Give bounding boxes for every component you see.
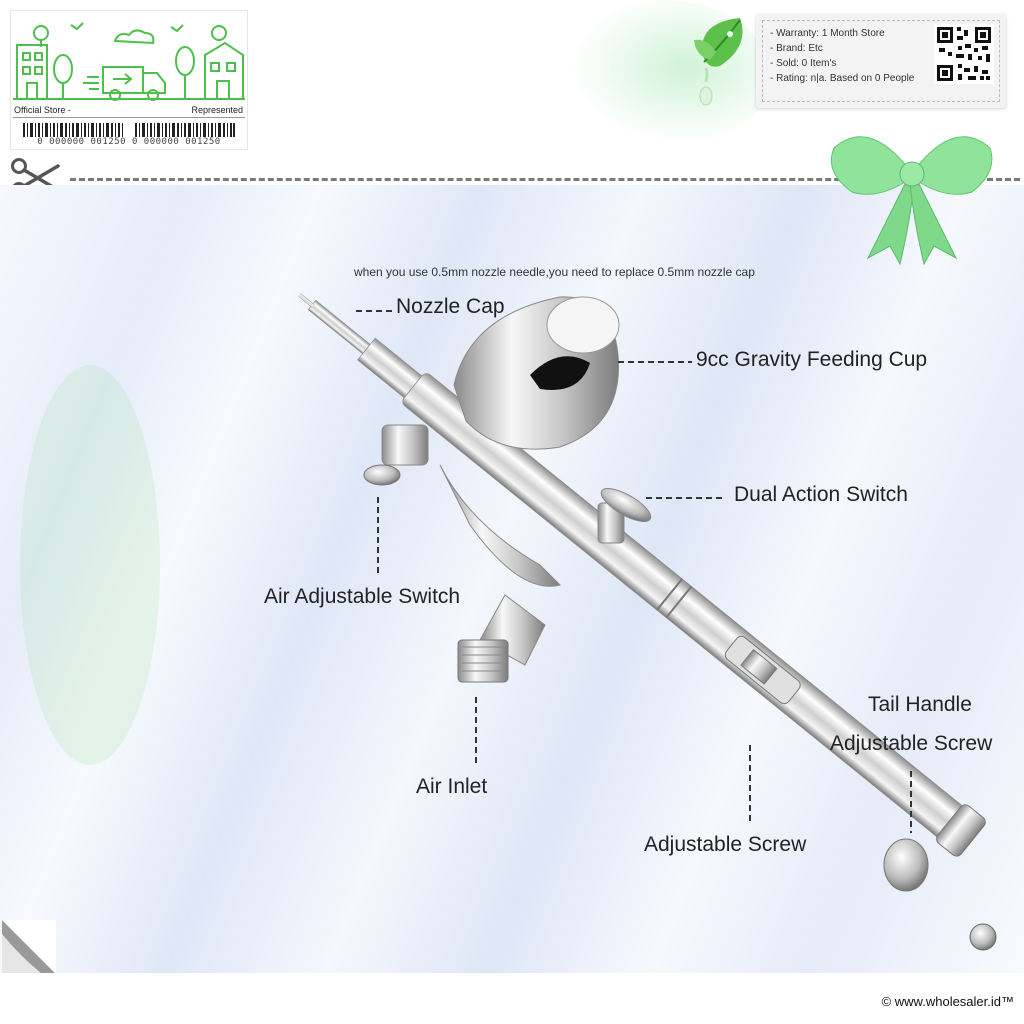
card-divider — [13, 117, 245, 118]
nozzle-note: when you use 0.5mm nozzle needle,you nee… — [354, 265, 755, 279]
bow-icon — [830, 136, 993, 266]
air-inlet — [439, 464, 561, 683]
tail-knob — [883, 838, 929, 892]
airbrush-diagram — [20, 293, 986, 892]
rating-text: - Rating: n|a. Based on 0 People — [770, 73, 915, 84]
feeding-cup-label: 9cc Gravity Feeding Cup — [696, 348, 928, 371]
airbrush-body — [298, 293, 986, 857]
dual-action-trigger — [597, 488, 652, 544]
leaf-icon — [694, 18, 743, 106]
adjustable-screw-label: Adjustable Screw — [644, 833, 807, 856]
store-right-label: Represented — [191, 105, 243, 115]
info-box-border — [762, 20, 1000, 102]
feeding-cup — [453, 296, 620, 450]
qr-code — [934, 24, 994, 84]
metal-circle-icon — [969, 923, 997, 951]
brand-text: - Brand: Etc — [770, 43, 823, 54]
leader-lines — [356, 310, 912, 833]
dual-action-label: Dual Action Switch — [734, 483, 908, 506]
barcode — [23, 123, 235, 137]
copyright-text: © www.wholesaler.id™ — [881, 994, 1014, 1009]
product-panel: when you use 0.5mm nozzle needle,you nee… — [0, 185, 1024, 973]
sold-text: - Sold: 0 Item's — [770, 58, 837, 69]
air-adjust-label: Air Adjustable Switch — [264, 585, 461, 608]
barcode-digits: 0 000000 001250 0 000000 001250 — [37, 137, 221, 147]
product-info-box: - Warranty: 1 Month Store - Brand: Etc -… — [756, 14, 1006, 108]
tail-handle-label-1: Tail Handle — [868, 693, 972, 716]
page-curl-icon — [2, 920, 56, 973]
warranty-text: - Warranty: 1 Month Store — [770, 28, 885, 39]
nozzle-cap-label: Nozzle Cap — [396, 295, 505, 318]
air-inlet-label: Air Inlet — [416, 775, 488, 798]
air-adjust-knob — [363, 424, 429, 486]
city-delivery-illustration — [13, 22, 245, 101]
cut-line — [70, 178, 1020, 181]
tail-handle-label-2: Adjustable Screw — [830, 732, 993, 755]
store-left-label: Official Store - — [14, 105, 71, 115]
store-card: Official Store - Represented 0 000000 00… — [10, 10, 248, 150]
